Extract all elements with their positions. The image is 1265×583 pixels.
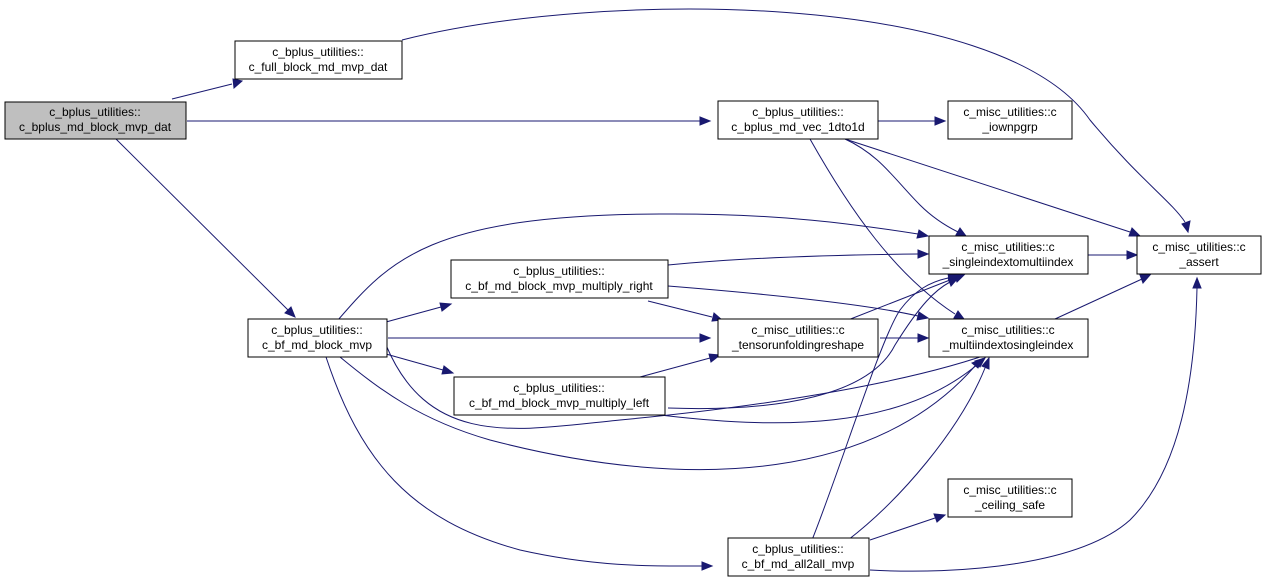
edge-vec-1dto1d-to-iownpgrp bbox=[878, 116, 947, 126]
node-iownpgrp-line1: c_misc_utilities::c bbox=[963, 105, 1056, 119]
edge-full-block-to-assert bbox=[401, 8, 1191, 234]
node-single2multi-line1: c_misc_utilities::c bbox=[961, 240, 1054, 254]
edge-root-to-bf-md-block-mvp bbox=[115, 138, 296, 318]
edge-mult-right-to-single2multi bbox=[667, 249, 930, 266]
node-vec-1dto1d-line2: c_bplus_md_vec_1dto1d bbox=[731, 120, 864, 134]
edges bbox=[115, 8, 1202, 572]
node-bf-md-block-mvp-line2: c_bf_md_block_mvp bbox=[262, 338, 372, 352]
node-iownpgrp-line2: _iownpgrp bbox=[981, 120, 1038, 134]
node-tensor-line1: c_misc_utilities::c bbox=[751, 323, 844, 337]
edge-bf-md-block-mvp-to-all2all bbox=[325, 356, 714, 571]
edge-bf-md-block-mvp-to-assert bbox=[385, 344, 1001, 429]
edge-mult-left-to-multi2single bbox=[651, 357, 987, 424]
node-tensor[interactable]: c_misc_utilities::c _tensorunfoldingresh… bbox=[717, 318, 879, 358]
node-all2all-line2: c_bf_md_all2all_mvp bbox=[742, 557, 855, 571]
node-mult-left-line2: c_bf_md_block_mvp_multiply_left bbox=[469, 396, 650, 410]
edge-all2all-to-assert bbox=[869, 276, 1202, 572]
edge-root-to-vec-1dto1d bbox=[187, 116, 712, 126]
node-mult-left-line1: c_bplus_utilities:: bbox=[513, 381, 604, 395]
node-bf-md-block-mvp[interactable]: c_bplus_utilities:: c_bf_md_block_mvp bbox=[247, 318, 388, 358]
edge-bf-md-block-mvp-to-tensor bbox=[388, 333, 712, 343]
node-full-block-line1: c_bplus_utilities:: bbox=[272, 45, 363, 59]
node-tensor-line2: _tensorunfoldingreshape bbox=[731, 338, 864, 352]
edge-vec-1dto1d-to-single2multi bbox=[844, 138, 968, 237]
node-assert[interactable]: c_misc_utilities::c _assert bbox=[1136, 235, 1262, 275]
edge-all2all-to-single2multi bbox=[811, 272, 960, 541]
node-single2multi-line2: _singleindextomultiindex bbox=[942, 255, 1074, 269]
node-bf-md-block-mvp-line1: c_bplus_utilities:: bbox=[271, 323, 362, 337]
edge-bf-md-block-mvp-to-mult-right bbox=[385, 302, 453, 323]
node-all2all-line1: c_bplus_utilities:: bbox=[752, 542, 843, 556]
edge-bf-md-block-mvp-to-mult-left bbox=[385, 353, 455, 375]
node-vec-1dto1d-line1: c_bplus_utilities:: bbox=[752, 105, 843, 119]
edge-single2multi-to-assert bbox=[1088, 250, 1139, 260]
edge-mult-left-to-tensor bbox=[639, 353, 722, 378]
node-single2multi[interactable]: c_misc_utilities::c _singleindextomultii… bbox=[928, 235, 1089, 275]
node-mult-left[interactable]: c_bplus_utilities:: c_bf_md_block_mvp_mu… bbox=[453, 376, 666, 416]
node-ceiling-line2: _ceiling_safe bbox=[974, 498, 1045, 512]
node-multi2single-line2: _multiindextosingleindex bbox=[942, 338, 1074, 352]
node-full-block-line2: c_full_block_md_mvp_dat bbox=[249, 60, 388, 74]
edge-multi2single-to-assert bbox=[1054, 274, 1152, 320]
node-vec-1dto1d[interactable]: c_bplus_utilities:: c_bplus_md_vec_1dto1… bbox=[717, 100, 879, 140]
node-mult-right[interactable]: c_bplus_utilities:: c_bf_md_block_mvp_mu… bbox=[450, 259, 669, 299]
node-root-line2: c_bplus_md_block_mvp_dat bbox=[19, 120, 172, 134]
edge-mult-right-to-tensor bbox=[647, 300, 724, 322]
node-ceiling-line1: c_misc_utilities::c bbox=[963, 483, 1056, 497]
nodes: c_bplus_utilities:: c_bplus_md_block_mvp… bbox=[4, 40, 1262, 577]
edge-all2all-to-ceiling bbox=[869, 513, 947, 541]
node-assert-line2: _assert bbox=[1178, 255, 1219, 269]
node-assert-line1: c_misc_utilities::c bbox=[1152, 240, 1245, 254]
node-mult-right-line2: c_bf_md_block_mvp_multiply_right bbox=[465, 279, 653, 293]
node-iownpgrp[interactable]: c_misc_utilities::c _iownpgrp bbox=[947, 100, 1073, 140]
edge-vec-1dto1d-to-assert bbox=[844, 138, 1142, 237]
node-multi2single-line1: c_misc_utilities::c bbox=[961, 323, 1054, 337]
node-ceiling[interactable]: c_misc_utilities::c _ceiling_safe bbox=[947, 478, 1073, 518]
node-multi2single[interactable]: c_misc_utilities::c _multiindextosinglei… bbox=[928, 318, 1089, 358]
edge-all2all-to-multi2single bbox=[847, 356, 990, 541]
node-full-block[interactable]: c_bplus_utilities:: c_full_block_md_mvp_… bbox=[234, 40, 403, 80]
edge-mult-right-to-multi2single bbox=[667, 285, 930, 321]
edge-root-to-full-block bbox=[171, 78, 244, 100]
edge-bf-md-block-mvp-to-single2multi bbox=[337, 213, 930, 321]
node-mult-right-line1: c_bplus_utilities:: bbox=[513, 264, 604, 278]
node-root[interactable]: c_bplus_utilities:: c_bplus_md_block_mvp… bbox=[4, 101, 187, 140]
node-all2all[interactable]: c_bplus_utilities:: c_bf_md_all2all_mvp bbox=[727, 537, 870, 577]
node-root-line1: c_bplus_utilities:: bbox=[49, 105, 140, 119]
